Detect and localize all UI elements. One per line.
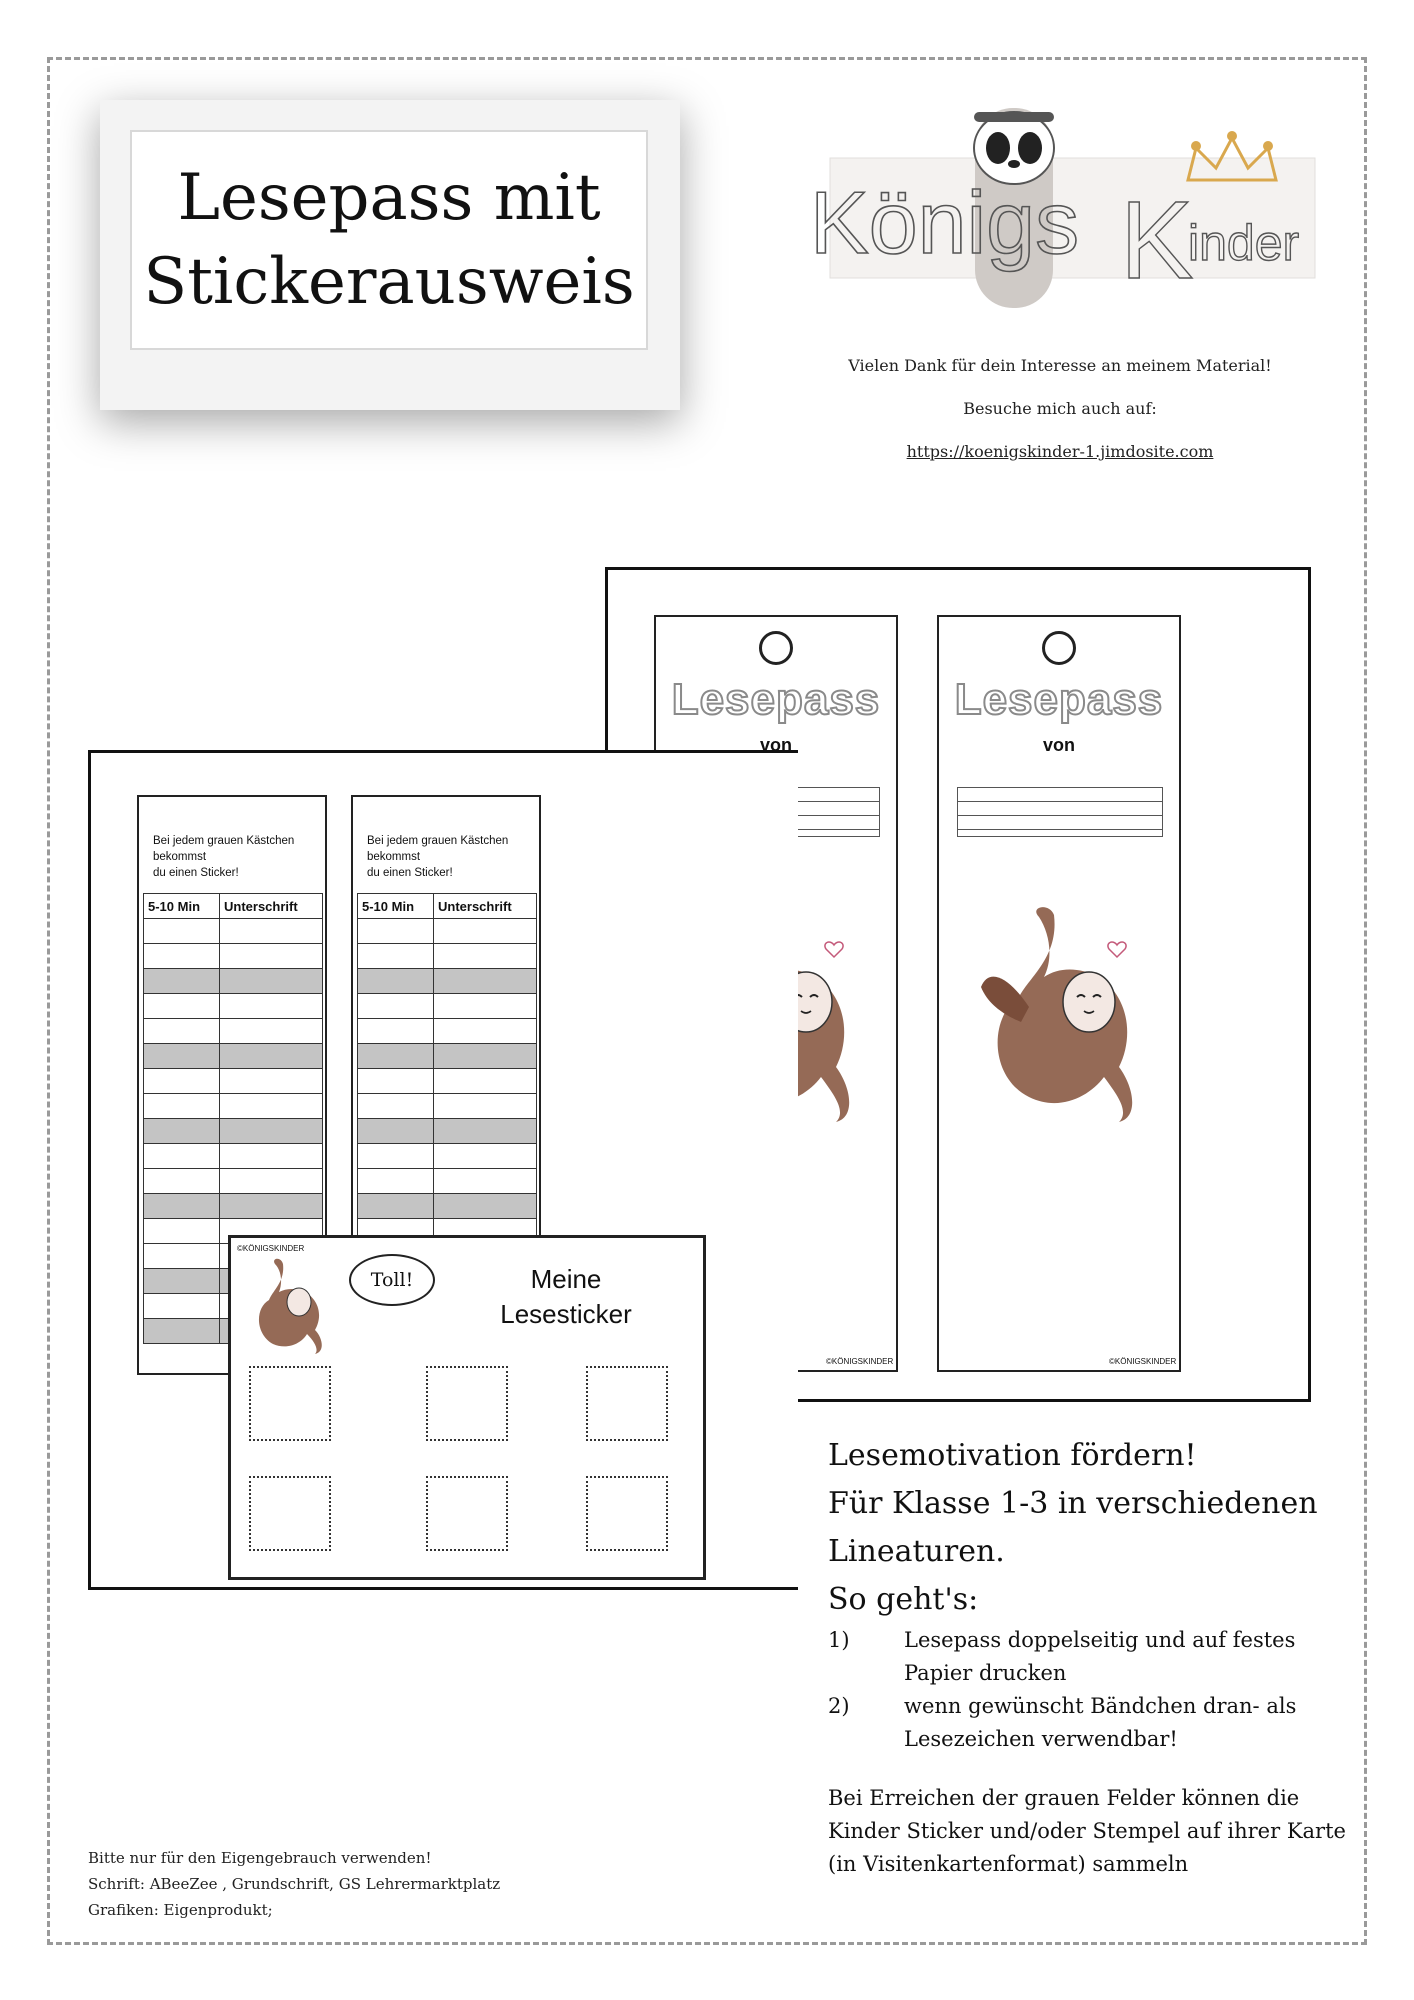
- col-header-signature: Unterschrift: [433, 893, 537, 919]
- sticker-slot: [426, 1476, 508, 1551]
- visit-line: Besuche mich auch auf:: [963, 399, 1157, 418]
- sticker-card-title: Meine Lesesticker: [466, 1262, 666, 1332]
- thanks-block: Vielen Dank für dein Interesse an meinem…: [740, 356, 1380, 485]
- thanks-line: Vielen Dank für dein Interesse an meinem…: [848, 356, 1272, 375]
- logo-text-sub: inder: [1188, 215, 1299, 271]
- logo-k-letter: K: [1120, 179, 1193, 302]
- sheet-intro: Bei jedem grauen Kästchen bekommst du ei…: [153, 833, 294, 881]
- intro-line: Bei jedem grauen Kästchen: [153, 835, 295, 847]
- table-row: [357, 993, 537, 1019]
- table-row-gray: [357, 1193, 537, 1219]
- footer-line: Grafiken: Eigenprodukt;: [88, 1901, 273, 1919]
- intro-line: bekommst: [153, 851, 207, 863]
- step-number: 2): [828, 1694, 850, 1718]
- pass-copyright: ©KÖNIGSKINDER: [826, 1357, 894, 1366]
- table-row-gray: [143, 1193, 323, 1219]
- info-line: Lineaturen.: [828, 1534, 1005, 1569]
- table-row: [357, 1093, 537, 1119]
- table-row: [357, 1068, 537, 1094]
- table-row: [357, 918, 537, 944]
- table-row: [143, 1168, 323, 1194]
- info-line: Für Klasse 1-3 in verschiedenen: [828, 1486, 1318, 1521]
- step-number: 1): [828, 1628, 850, 1652]
- punch-hole-icon: [759, 631, 793, 665]
- sloth-illustration: [981, 907, 1133, 1122]
- speech-bubble: Toll!: [349, 1254, 435, 1306]
- table-row: [143, 1143, 323, 1169]
- info-line: Lesemotivation fördern!: [828, 1438, 1197, 1473]
- sheet-intro: Bei jedem grauen Kästchen bekommst du ei…: [367, 833, 508, 881]
- table-row: [143, 1093, 323, 1119]
- table-row: [143, 918, 323, 944]
- footer-credits: Bitte nur für den Eigengebrauch verwende…: [88, 1845, 500, 1923]
- col-header-minutes: 5-10 Min: [143, 893, 220, 919]
- logo-sloth-icon: [973, 108, 1055, 308]
- intro-line: Bei jedem grauen Kästchen: [367, 835, 509, 847]
- table-row: [357, 1018, 537, 1044]
- name-writing-lines: [957, 787, 1163, 837]
- table-row: [357, 1143, 537, 1169]
- lesepass-bookmark: Lesepass von ©KÖNIGSKINDER: [937, 615, 1181, 1372]
- pass-von: von: [1042, 735, 1075, 755]
- intro-line: bekommst: [367, 851, 421, 863]
- sticker-title-line: Meine: [530, 1264, 602, 1294]
- punch-hole-icon: [1042, 631, 1076, 665]
- sticker-slot: [249, 1366, 331, 1441]
- sticker-title-line: Lesesticker: [500, 1299, 632, 1329]
- title-card: Lesepass mit Stickerausweis: [130, 130, 648, 350]
- table-row-gray: [143, 968, 323, 994]
- table-row-gray: [357, 1118, 537, 1144]
- info-line: So geht's:: [828, 1582, 979, 1617]
- instruction-step: 1) Lesepass doppelseitig und auf festes …: [828, 1624, 1348, 1690]
- footer-line: Schrift: ABeeZee , Grundschrift, GS Lehr…: [88, 1875, 501, 1893]
- intro-line: du einen Sticker!: [367, 867, 453, 879]
- col-header-minutes: 5-10 Min: [357, 893, 434, 919]
- pass-copyright: ©KÖNIGSKINDER: [1109, 1357, 1177, 1366]
- sticker-copyright: ©KÖNIGSKINDER: [237, 1244, 305, 1253]
- sticker-slot: [249, 1476, 331, 1551]
- table-row: [143, 993, 323, 1019]
- pass-title: Lesepass: [671, 674, 881, 725]
- intro-line: du einen Sticker!: [153, 867, 239, 879]
- sloth-small-icon: [258, 1258, 322, 1354]
- step-text: wenn gewünscht Bändchen dran- als Leseze…: [904, 1694, 1297, 1751]
- table-row: [357, 1168, 537, 1194]
- title-line-1: Lesepass mit: [177, 161, 601, 235]
- koenigskinder-logo: Königs K inder: [809, 108, 1316, 308]
- table-row-gray: [143, 1043, 323, 1069]
- footer-line: Bitte nur für den Eigengebrauch verwende…: [88, 1849, 432, 1867]
- step-text: Lesepass doppelseitig und auf festes Pap…: [904, 1628, 1296, 1685]
- sticker-slot: [426, 1366, 508, 1441]
- table-row: [357, 943, 537, 969]
- logo-crown-icon: [1186, 131, 1278, 182]
- table-row: [143, 1018, 323, 1044]
- table-row-gray: [357, 1043, 537, 1069]
- table-row: [143, 1068, 323, 1094]
- instruction-step: 2) wenn gewünscht Bändchen dran- als Les…: [828, 1690, 1348, 1756]
- sticker-slot: [586, 1476, 668, 1551]
- page-border: [47, 57, 1367, 1945]
- table-row-gray: [143, 1118, 323, 1144]
- sticker-slot: [586, 1366, 668, 1441]
- website-link[interactable]: https://koenigskinder-1.jimdosite.com: [906, 442, 1214, 461]
- table-row: [143, 943, 323, 969]
- info-block: Lesemotivation fördern! Für Klasse 1-3 i…: [828, 1432, 1348, 1881]
- title-line-2: Stickerausweis: [143, 245, 635, 319]
- pass-title: Lesepass: [954, 674, 1164, 725]
- table-row-gray: [357, 968, 537, 994]
- col-header-signature: Unterschrift: [219, 893, 323, 919]
- logo-text-main: Königs: [810, 173, 1079, 272]
- info-note: Bei Erreichen der grauen Felder können d…: [828, 1786, 1346, 1876]
- lesesticker-card: ©KÖNIGSKINDER Toll! Meine Lesesticker: [228, 1235, 706, 1580]
